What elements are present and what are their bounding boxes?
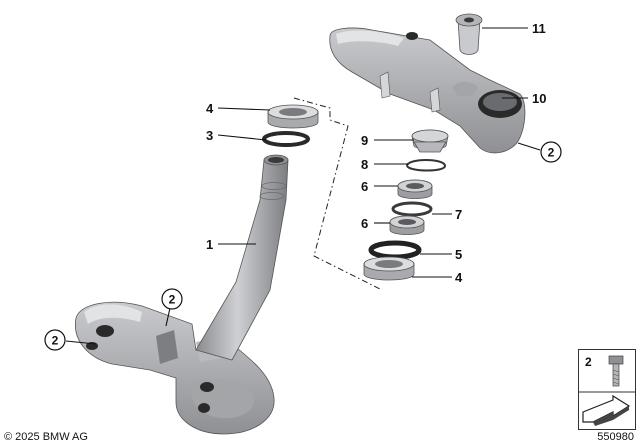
- callout-9: 9: [361, 133, 368, 148]
- bearing-race: [391, 201, 433, 217]
- legend-item-number: 2: [585, 355, 592, 369]
- bearing-upper: [397, 179, 433, 199]
- callout-1: 1: [206, 237, 213, 252]
- circled-ref-lower-center: 2: [161, 288, 183, 310]
- legend-box: 2: [578, 349, 636, 430]
- seal-ring-left: [262, 131, 310, 147]
- steering-stem: [195, 154, 289, 361]
- circled-ref-upper-right: 2: [540, 141, 562, 163]
- callout-4-top: 4: [206, 101, 214, 116]
- leader-ref-lower-left: [65, 340, 97, 345]
- drawing-number: 550980: [597, 431, 634, 443]
- leader-ref-lower-center: [165, 307, 171, 327]
- stem-nut: [455, 13, 483, 55]
- leader-3: [217, 134, 267, 141]
- callout-6-lower: 6: [361, 216, 368, 231]
- svg-text:2: 2: [52, 334, 59, 348]
- circled-ref-lower-left: 2: [44, 329, 66, 351]
- bearing-lower: [389, 215, 425, 235]
- arrow-icon: [582, 394, 631, 426]
- callout-5: 5: [455, 247, 462, 262]
- leader-ref-upper-right: [517, 142, 541, 151]
- alignment-line: [293, 97, 383, 291]
- callout-11: 11: [532, 21, 546, 36]
- cone-part: [413, 141, 447, 153]
- callout-8: 8: [361, 157, 368, 172]
- leader-4-top: [217, 107, 271, 111]
- seal-ring-right: [368, 240, 422, 260]
- bearing-ring-right: [363, 256, 415, 281]
- callout-4-bottom: 4: [455, 270, 463, 285]
- svg-text:2: 2: [169, 293, 176, 307]
- legend-graphic: 2: [579, 355, 635, 426]
- callout-7: 7: [455, 207, 462, 222]
- callout-6-upper: 6: [361, 179, 368, 194]
- svg-text:2: 2: [548, 146, 555, 160]
- circlip: [406, 159, 447, 172]
- callout-3: 3: [206, 128, 213, 143]
- copyright-text: © 2025 BMW AG: [4, 431, 88, 443]
- bolt-icon: [608, 355, 624, 387]
- bearing-ring-left: [267, 104, 319, 129]
- callout-10: 10: [532, 91, 546, 106]
